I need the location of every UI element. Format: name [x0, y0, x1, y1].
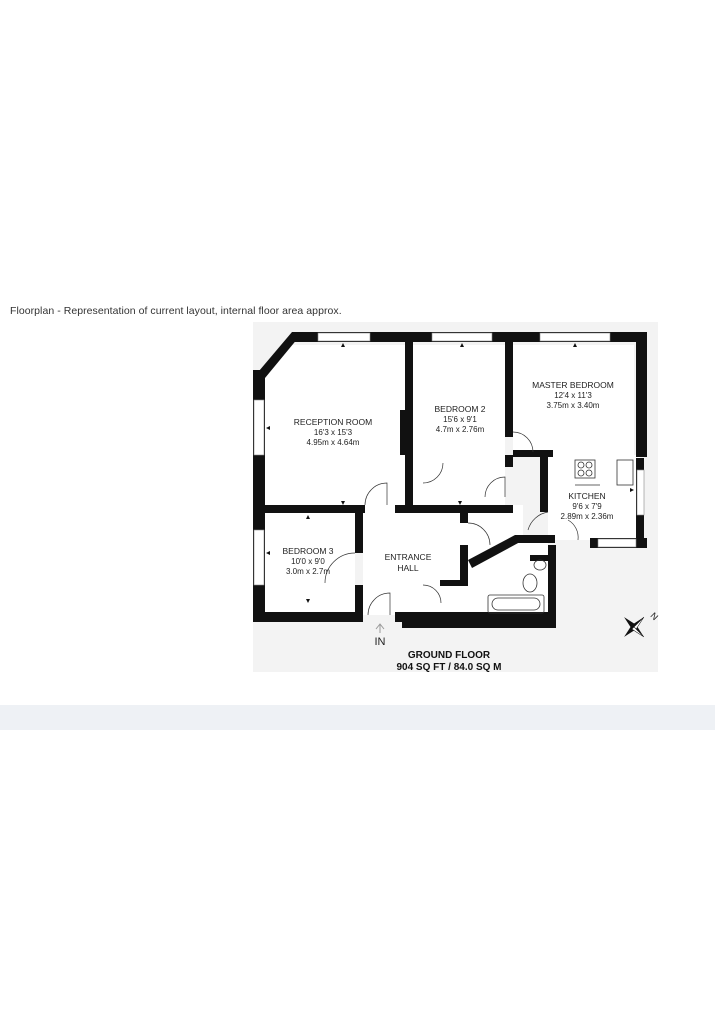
- label-hall: ENTRANCE HALL: [385, 552, 432, 573]
- label-bedroom3: BEDROOM 3 10'0 x 9'0 3.0m x 2.7m: [282, 546, 333, 576]
- interior-walls: [265, 342, 555, 620]
- floor-name: GROUND FLOOR: [408, 650, 491, 661]
- label-master: MASTER BEDROOM 12'4 x 11'3 3.75m x 3.40m: [532, 380, 614, 410]
- bedroom3-metric: 3.0m x 2.7m: [286, 567, 330, 576]
- bathroom-fittings: [487, 559, 547, 614]
- bedroom3-name: BEDROOM 3: [282, 546, 333, 556]
- bedroom2-name: BEDROOM 2: [434, 404, 485, 414]
- label-reception: RECEPTION ROOM 16'3 x 15'3 4.95m x 4.64m: [294, 417, 372, 447]
- kitchen-fittings: [574, 459, 634, 486]
- bedroom2-imperial: 15'6 x 9'1: [443, 415, 477, 424]
- reception-metric: 4.95m x 4.64m: [307, 438, 360, 447]
- master-name: MASTER BEDROOM: [532, 380, 614, 390]
- label-bedroom2: BEDROOM 2 15'6 x 9'1 4.7m x 2.76m: [434, 404, 485, 434]
- label-kitchen: KITCHEN 9'6 x 7'9 2.89m x 2.36m: [561, 491, 614, 521]
- kitchen-metric: 2.89m x 2.36m: [561, 512, 614, 521]
- floorplan-caption: Floorplan - Representation of current la…: [10, 305, 342, 317]
- compass-north-label: N: [648, 610, 660, 622]
- hall-name-2: HALL: [397, 563, 419, 573]
- room-floors: [265, 345, 640, 615]
- bedroom3-imperial: 10'0 x 9'0: [291, 557, 325, 566]
- reception-name: RECEPTION ROOM: [294, 417, 372, 427]
- panel-footer: [0, 705, 715, 730]
- entrance-marker: IN: [375, 623, 386, 648]
- entrance-label: IN: [375, 636, 386, 648]
- reception-imperial: 16'3 x 15'3: [314, 428, 353, 437]
- bedroom2-metric: 4.7m x 2.76m: [436, 425, 485, 434]
- hall-name: ENTRANCE: [385, 552, 432, 562]
- floor-area: 904 SQ FT / 84.0 SQ M: [396, 662, 501, 673]
- windows: [253, 332, 645, 586]
- master-imperial: 12'4 x 11'3: [554, 391, 592, 400]
- door-swings: [324, 431, 579, 616]
- kitchen-imperial: 9'6 x 7'9: [572, 502, 602, 511]
- master-metric: 3.75m x 3.40m: [547, 401, 600, 410]
- compass-rose-icon: [624, 616, 645, 638]
- kitchen-name: KITCHEN: [568, 491, 605, 501]
- window-markers: [266, 343, 634, 603]
